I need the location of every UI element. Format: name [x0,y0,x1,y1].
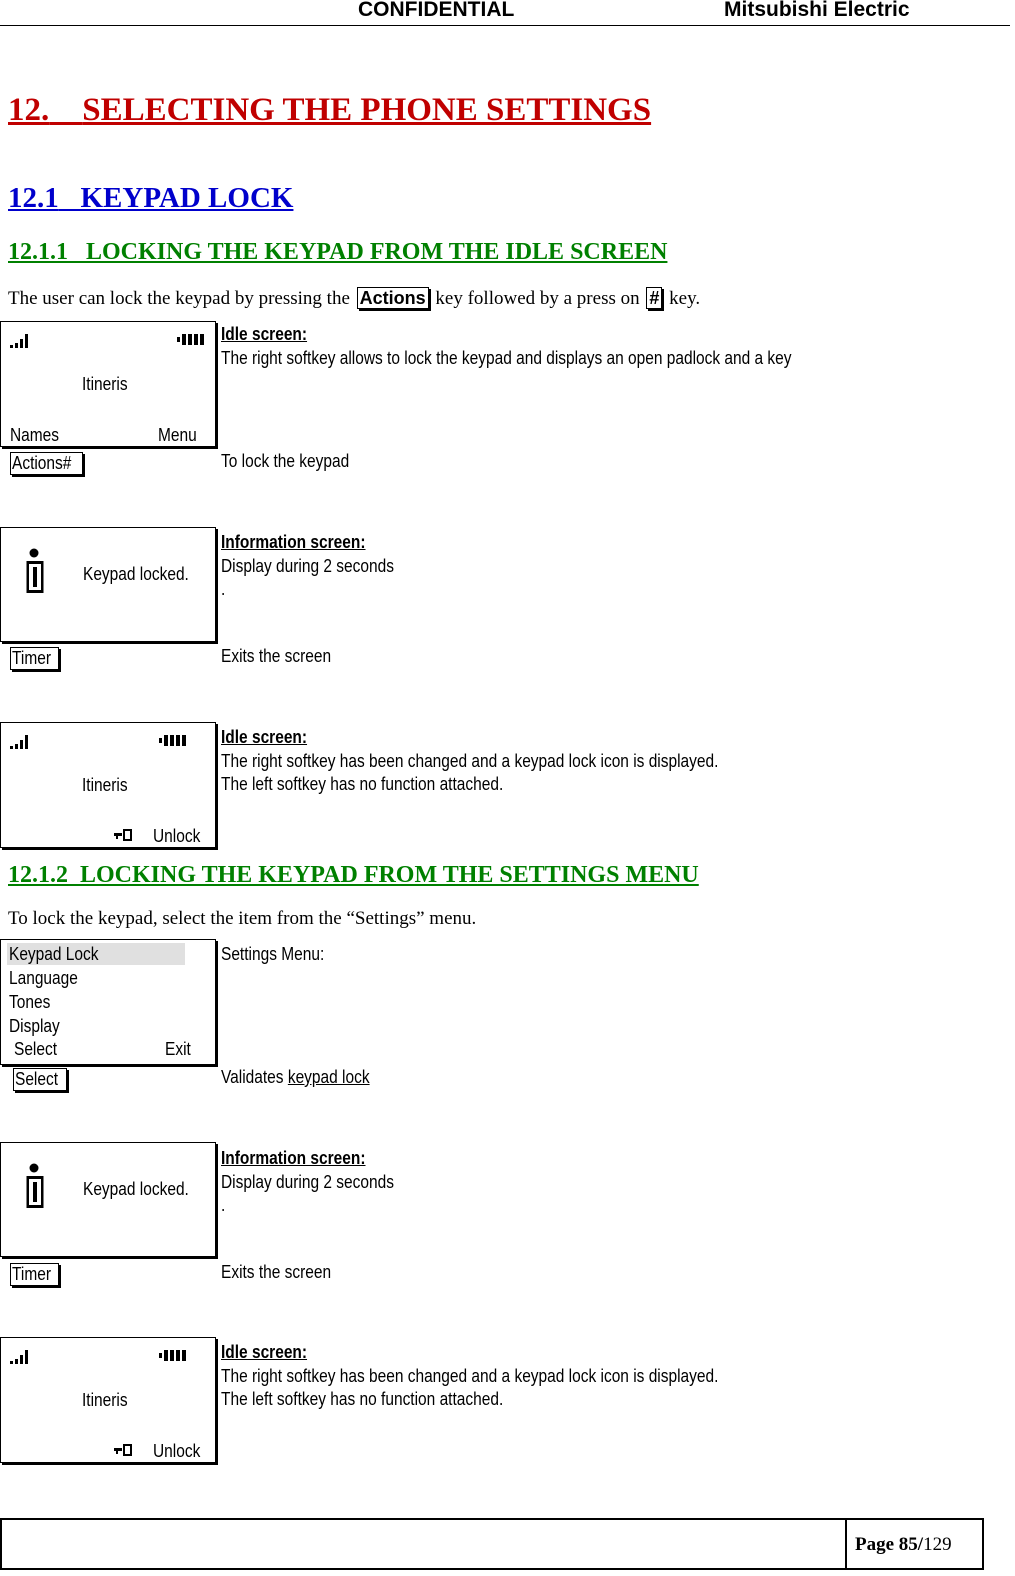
exit-softkey-label: Exit [165,1039,191,1059]
keypad-lock-icon [114,1444,132,1456]
menu-item-display: Display [9,1016,60,1036]
action-1-description: To lock the keypad [221,451,350,471]
idle-locked-1-description: Idle screen: The right softkey has been … [221,727,719,794]
unlock-softkey-label: Unlock [153,1441,201,1461]
operator-name: Itineris [82,374,128,394]
signal-icon [10,1350,32,1364]
subsection-heading: 12.1 KEYPAD LOCK [8,182,294,214]
hash-key: # [646,287,663,309]
info-icon [26,548,44,593]
signal-icon [10,334,32,348]
header-confidential: CONFIDENTIAL [358,0,515,21]
action-2-description: Exits the screen [221,646,332,666]
page-footer: Page 85/129 [0,1518,984,1570]
select-description: Validates keypad lock [221,1067,370,1087]
battery-icon [159,1350,189,1361]
menu-item-keypad-lock: Keypad Lock [9,944,99,964]
actions-hash-softkey: Actions# [10,452,84,475]
info-1-description: Information screen: Display during 2 sec… [221,532,394,599]
timer-2-description: Exits the screen [221,1262,332,1282]
settings-menu-screen: Keypad Lock Language Tones Display Selec… [0,939,216,1065]
battery-icon [159,735,189,746]
sub2-intro: To lock the keypad, select the item from… [8,908,477,929]
right-softkey-label: Menu [158,425,197,445]
sub2-heading: 12.1.2 LOCKING THE KEYPAD FROM THE SETTI… [8,862,699,888]
sub1-intro: The user can lock the keypad by pressing… [8,287,701,309]
unlock-softkey-label: Unlock [153,826,201,846]
menu-selection-highlight [7,943,185,965]
actions-key: Actions [356,287,429,309]
info-screen-2: Keypad locked. [0,1142,216,1257]
footer-divider [845,1520,847,1568]
idle-locked-2-description: Idle screen: The right softkey has been … [221,1342,719,1409]
info-screen-1: Keypad locked. [0,527,216,642]
timer-softkey-1: Timer [10,647,60,670]
header-rule [0,25,1010,26]
idle-1-description: Idle screen: The right softkey allows to… [221,324,792,368]
operator-name: Itineris [82,1390,128,1410]
info-text: Keypad locked. [83,1179,189,1199]
info-icon [26,1163,44,1208]
idle-screen-locked-1: Itineris Unlock [0,722,216,848]
select-softkey-label: Select [14,1039,58,1059]
header-company: Mitsubishi Electric [724,0,910,21]
sub1-heading: 12.1.1 LOCKING THE KEYPAD FROM THE IDLE … [8,239,668,265]
menu-item-language: Language [9,968,78,988]
idle-screen-1: Itineris Names Menu [0,321,216,447]
battery-icon [177,334,207,345]
settings-menu-description: Settings Menu: [221,944,325,964]
section-heading: 12. SELECTING THE PHONE SETTINGS [8,92,652,128]
timer-softkey-2: Timer [10,1263,60,1286]
left-softkey-label: Names [10,425,60,445]
info-2-description: Information screen: Display during 2 sec… [221,1148,394,1215]
menu-item-tones: Tones [9,992,51,1012]
operator-name: Itineris [82,775,128,795]
keypad-lock-icon [114,829,132,841]
signal-icon [10,735,32,749]
info-text: Keypad locked. [83,564,189,584]
select-softkey: Select [13,1068,68,1091]
page-number: Page 85/129 [855,1534,952,1555]
idle-screen-locked-2: Itineris Unlock [0,1337,216,1463]
